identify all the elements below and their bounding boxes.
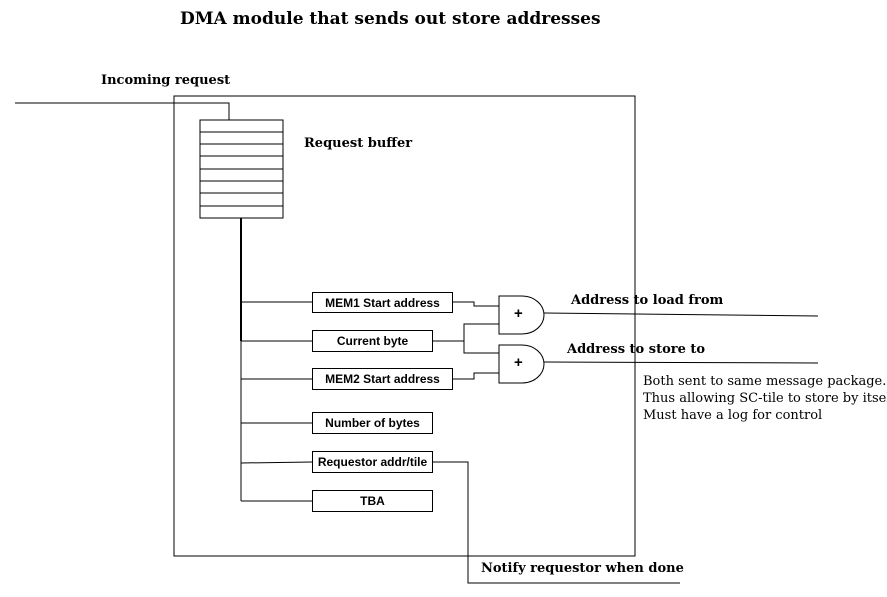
mem2-start-register: MEM2 Start address xyxy=(312,368,453,390)
load-output-label: Address to load from xyxy=(571,293,724,308)
diagram-title: DMA module that sends out store addresse… xyxy=(180,9,601,29)
adder-store xyxy=(498,344,545,384)
dma-module-box xyxy=(173,95,636,557)
tba-register: TBA xyxy=(312,490,433,512)
adder-store-symbol: + xyxy=(514,354,523,371)
register-taps xyxy=(240,301,313,502)
adder-load xyxy=(498,295,545,335)
adder-input-wires xyxy=(433,301,499,380)
incoming-request-label: Incoming request xyxy=(101,73,231,88)
notify-label: Notify requestor when done xyxy=(481,561,684,576)
request-buffer xyxy=(199,119,284,219)
note-line-1: Both sent to same message package. xyxy=(643,374,887,389)
incoming-request-line xyxy=(15,102,230,120)
store-output-line xyxy=(543,361,819,364)
note-line-3: Must have a log for control xyxy=(643,408,823,423)
adder-load-symbol: + xyxy=(514,305,523,322)
current-byte-register: Current byte xyxy=(312,330,433,352)
load-output-line xyxy=(543,312,819,317)
number-of-bytes-register: Number of bytes xyxy=(312,412,433,434)
request-buffer-label: Request buffer xyxy=(304,136,413,151)
requestor-addr-register: Requestor addr/tile xyxy=(312,451,433,473)
note-line-2: Thus allowing SC-tile to store by itself… xyxy=(643,391,887,406)
notify-line xyxy=(433,461,680,584)
store-output-label: Address to store to xyxy=(567,342,706,357)
mem1-start-register: MEM1 Start address xyxy=(312,292,453,313)
